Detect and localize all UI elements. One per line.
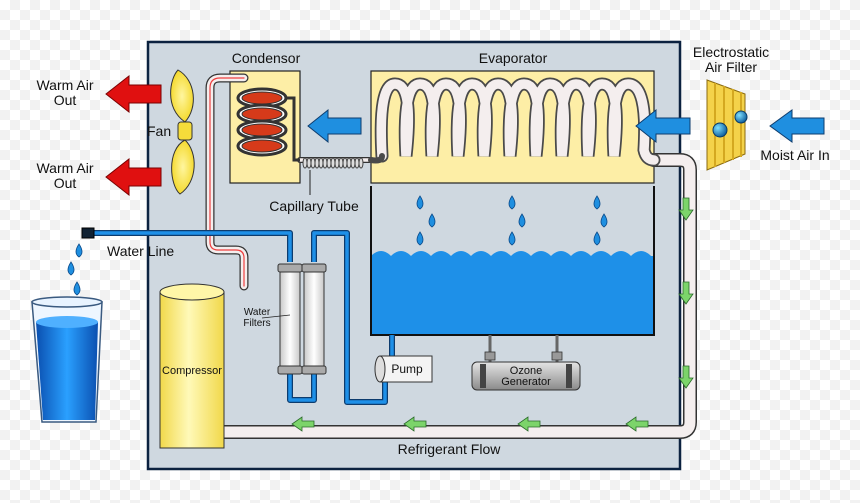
air-filter-icon <box>706 79 748 171</box>
fan-label: Fan <box>147 123 171 139</box>
pump <box>374 355 433 383</box>
water-filters-label-line1: Water <box>244 307 271 318</box>
ozone-generator <box>471 335 581 391</box>
water-line-nozzle <box>81 227 95 239</box>
fan-icon <box>170 69 195 195</box>
capillary-tube <box>302 157 364 169</box>
arrow-warm-air-top <box>105 74 162 114</box>
water-line-label: Water Line <box>107 243 174 259</box>
airflow-arrows <box>307 108 825 144</box>
arrow-evap-to-condensor <box>307 108 362 144</box>
compressor <box>159 283 225 449</box>
moist-air-in-label: Moist Air In <box>760 147 829 163</box>
condensor-coil <box>236 87 300 162</box>
warm-air-arrows <box>105 74 162 197</box>
warm-air-top-label-line2: Out <box>54 92 77 108</box>
electrostatic-label-line1: Electrostatic <box>693 44 769 60</box>
water-filters-label-line2: Filters <box>243 318 270 329</box>
ozone-label-line2: Generator <box>501 376 551 388</box>
water-filters <box>261 263 327 375</box>
glass-of-water-icon <box>31 296 103 423</box>
arrow-moist-air-in <box>769 109 825 143</box>
arrow-into-evaporator <box>635 108 691 144</box>
warm-air-bottom-label-line1: Warm Air <box>36 160 93 176</box>
capillary-tube-label: Capillary Tube <box>269 198 359 214</box>
compressor-label: Compressor <box>162 365 222 377</box>
ozone-label-line1: Ozone <box>510 365 542 377</box>
evaporator-coil <box>368 77 661 167</box>
warm-air-bottom-label-line2: Out <box>54 175 77 191</box>
condensor-label: Condensor <box>232 50 301 66</box>
refrigerant-flow-label: Refrigerant Flow <box>398 441 502 457</box>
electrostatic-label-line2: Air Filter <box>705 59 757 75</box>
water-lines <box>94 230 395 405</box>
water-drop-icon <box>67 195 608 296</box>
water-tank <box>370 186 655 336</box>
evaporator-label: Evaporator <box>479 50 548 66</box>
arrow-warm-air-bottom <box>105 157 162 197</box>
pump-label: Pump <box>391 362 423 376</box>
warm-air-top-label-line1: Warm Air <box>36 77 93 93</box>
refrigerant-flow-arrows <box>291 197 694 432</box>
